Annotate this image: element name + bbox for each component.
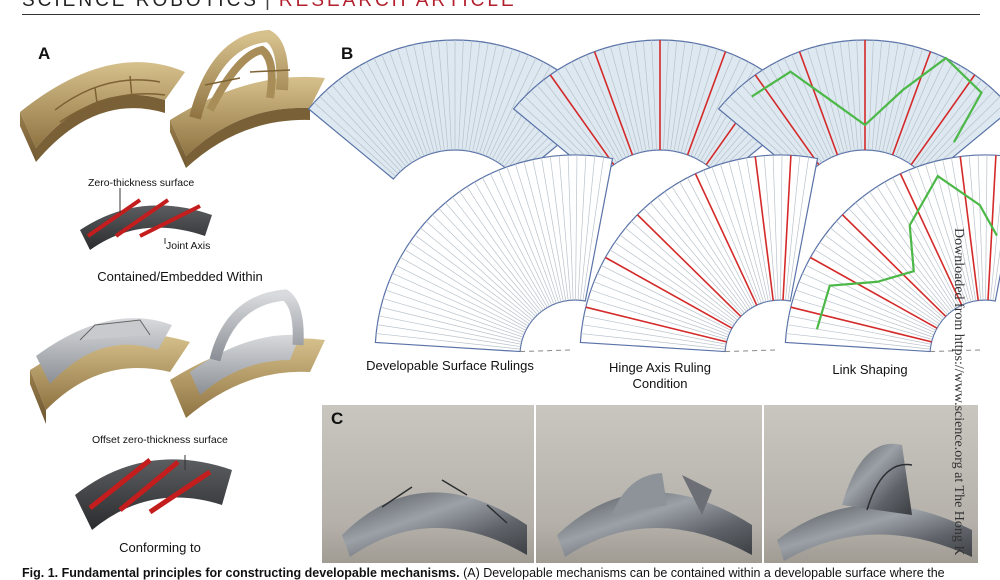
offset-surface-label: Offset zero-thickness surface (92, 434, 228, 446)
fan-bottom-1 (579, 154, 819, 353)
panel-a-illustrations (20, 29, 325, 530)
photo-flat (322, 405, 534, 563)
joint-axis-label: Joint Axis (166, 240, 211, 252)
photo-deployed (764, 405, 978, 563)
zero-thickness-label: Zero-thickness surface (88, 177, 195, 189)
gold-arc-conforming (30, 318, 190, 424)
journal-name: SCIENCE ROBOTICS (22, 0, 259, 11)
journal-header: SCIENCE ROBOTICS | RESEARCH ARTICLE (22, 0, 517, 12)
download-watermark: Downloaded from https://www.science.org … (951, 228, 966, 556)
panel-c-photos (322, 405, 978, 563)
panel-a-label: A (38, 44, 51, 63)
panel-b-developable-rulings (307, 39, 1000, 353)
gold-arc-contained (20, 62, 185, 162)
fan-bottom-2 (784, 154, 1000, 353)
fan-top-2 (717, 39, 1000, 180)
offset-zero-thickness-surface (75, 455, 232, 530)
panel-b-label: B (341, 44, 354, 63)
header-rule (22, 14, 980, 15)
photo-partial (536, 405, 762, 563)
caption-lead: Fig. 1. Fundamental principles for const… (22, 566, 460, 580)
hinge-caption: Hinge Axis Ruling Condition (609, 360, 711, 391)
figure-caption: Fig. 1. Fundamental principles for const… (22, 566, 982, 580)
contained-caption: Contained/Embedded Within (97, 269, 263, 284)
gold-arc-deployed (170, 29, 325, 168)
panel-c-label: C (331, 409, 344, 428)
zero-thickness-surface (80, 188, 212, 250)
caption-rest: (A) Developable mechanisms can be contai… (459, 566, 945, 580)
conforming-caption: Conforming to (119, 540, 201, 555)
gold-arc-conforming-deployed (170, 289, 325, 418)
header-separator: | (264, 0, 273, 11)
link-caption: Link Shaping (832, 362, 908, 377)
article-type: RESEARCH ARTICLE (278, 0, 517, 11)
fan-bottom-0 (374, 154, 614, 353)
rulings-caption: Developable Surface Rulings (366, 358, 534, 373)
